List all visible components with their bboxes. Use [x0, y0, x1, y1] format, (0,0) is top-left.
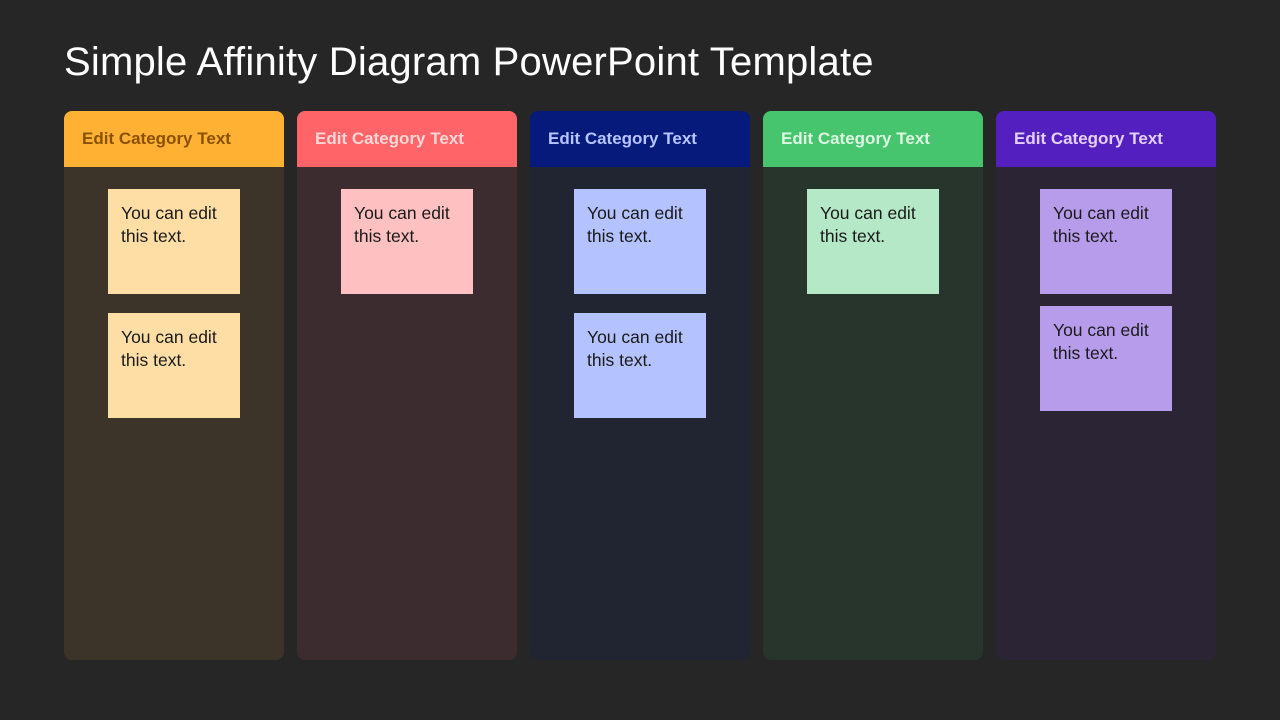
sticky-note[interactable]: You can edit this text. [1040, 306, 1172, 411]
category-header[interactable]: Edit Category Text [996, 111, 1216, 167]
category-header[interactable]: Edit Category Text [64, 111, 284, 167]
slide-title: Simple Affinity Diagram PowerPoint Templ… [64, 40, 874, 84]
sticky-note[interactable]: You can edit this text. [108, 313, 240, 418]
sticky-note[interactable]: You can edit this text. [807, 189, 939, 294]
category-header[interactable]: Edit Category Text [297, 111, 517, 167]
sticky-note[interactable]: You can edit this text. [108, 189, 240, 294]
sticky-note[interactable]: You can edit this text. [574, 313, 706, 418]
category-header[interactable]: Edit Category Text [530, 111, 750, 167]
category-header[interactable]: Edit Category Text [763, 111, 983, 167]
sticky-note[interactable]: You can edit this text. [341, 189, 473, 294]
sticky-note[interactable]: You can edit this text. [574, 189, 706, 294]
sticky-note[interactable]: You can edit this text. [1040, 189, 1172, 294]
